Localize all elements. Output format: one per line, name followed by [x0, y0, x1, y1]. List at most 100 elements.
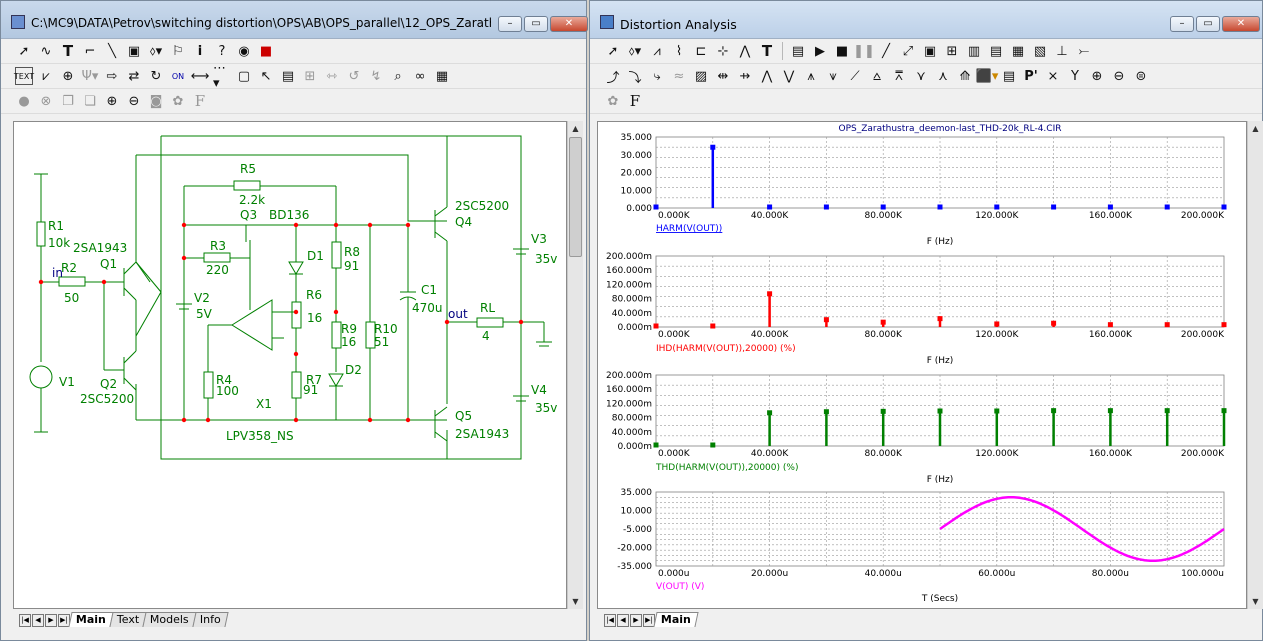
scroll-up-icon[interactable]: ▲ [1252, 124, 1259, 133]
stop-icon[interactable]: ● [18, 93, 30, 109]
x-axis-icon[interactable]: ⨯ [1047, 68, 1059, 84]
minimize-button[interactable]: – [498, 16, 522, 32]
help-icon[interactable]: ? [218, 43, 226, 59]
component-icon[interactable]: ▣ [127, 43, 141, 59]
zoom-fit-icon[interactable]: ⊜ [1135, 68, 1147, 84]
grid-icon[interactable]: ⊞ [946, 43, 958, 59]
valley-find-icon[interactable]: ⋁ [783, 68, 795, 84]
stop-icon[interactable]: ■ [835, 43, 849, 59]
tab-info[interactable]: Info [192, 612, 229, 627]
attribute-icon[interactable]: ⇨ [106, 68, 118, 84]
top-icon[interactable]: ⋎ [916, 68, 926, 84]
chart-icon[interactable]: ▨ [694, 68, 708, 84]
same-y-icon[interactable]: ▦ [1011, 43, 1025, 59]
zoom-in-icon[interactable]: ⊕ [1091, 68, 1103, 84]
wire-tool-icon[interactable]: ⌐ [84, 43, 96, 59]
next-tab-icon[interactable]: ▶ [630, 614, 642, 627]
flip-h-icon[interactable]: ⇿ [326, 68, 338, 84]
schematic-canvas[interactable]: in out R1 10k R2 50 2SA1943 Q1 Q2 2SC520… [13, 121, 567, 609]
tab-main[interactable]: Main [68, 612, 114, 627]
copy-icon[interactable]: ❐ [62, 93, 74, 109]
library-icon[interactable]: ■ [259, 43, 273, 59]
scale-icon[interactable]: ⩘ [653, 43, 661, 59]
on-label-icon[interactable]: ON [171, 71, 185, 81]
palette-icon[interactable]: ✿ [172, 93, 184, 109]
cursor-mode-icon[interactable]: ⤴ [606, 70, 620, 86]
close-button[interactable]: ✕ [550, 16, 588, 32]
cancel-icon[interactable]: ⊗ [40, 93, 52, 109]
layout-icon[interactable]: ▧ [1033, 43, 1047, 59]
horizontal-cursor-icon[interactable]: ⤚ [1078, 43, 1090, 59]
table-icon[interactable]: ▤ [1002, 68, 1016, 84]
align-icon[interactable]: ⊞ [304, 68, 316, 84]
slope-icon[interactable]: ⟰ [959, 68, 971, 84]
scroll-up-icon[interactable]: ▲ [572, 124, 579, 133]
zoom-out-icon[interactable]: ⊖ [1113, 68, 1125, 84]
low-icon[interactable]: ⩛ [829, 68, 837, 84]
flag-icon[interactable]: ⚐ [172, 43, 184, 59]
antenna-icon[interactable]: Ψ▾ [81, 68, 99, 84]
find-icon[interactable]: ⌕ [394, 68, 402, 84]
baseline-icon[interactable]: ⊥ [1056, 43, 1068, 59]
tag-icon[interactable]: ⬛▾ [975, 68, 999, 84]
font-icon[interactable]: F [194, 92, 206, 110]
node-numbers-icon[interactable]: ⩗ [42, 68, 50, 84]
shapes-dropdown-icon[interactable]: ⬨▾ [149, 43, 163, 59]
schematic-vertical-scrollbar[interactable]: ▲ ▼ [567, 121, 583, 609]
prev-tab-icon[interactable]: ◀ [617, 614, 629, 627]
palette-icon[interactable]: ✿ [607, 93, 619, 109]
properties-icon[interactable]: ▤ [791, 43, 805, 59]
text-tool-icon[interactable]: T [62, 42, 74, 60]
cursor-right-icon[interactable]: ⤷ [653, 68, 661, 84]
close-button[interactable]: ✕ [1222, 16, 1260, 32]
tokens-icon[interactable]: ⊏ [695, 43, 707, 59]
swap-icon[interactable]: ⇄ [128, 68, 140, 84]
inflection-icon[interactable]: ⟋ [850, 68, 860, 84]
mirror-icon[interactable]: ↯ [370, 68, 382, 84]
text-tool-icon[interactable]: T [761, 42, 773, 60]
scroll-down-icon[interactable]: ▼ [1252, 597, 1259, 606]
next-point-icon[interactable]: ⇹ [717, 68, 729, 84]
y-axis-icon[interactable]: Y [1071, 68, 1079, 84]
cursor-icon[interactable]: ⊹ [717, 43, 729, 59]
undo-rotate-icon[interactable]: ↺ [348, 68, 360, 84]
zoom-out-icon[interactable]: ⊖ [128, 93, 140, 109]
bottom-icon[interactable]: ⋏ [938, 68, 948, 84]
tab-main[interactable]: Main [653, 612, 699, 627]
text-mode-icon[interactable]: TEXT [14, 67, 34, 85]
scroll-down-icon[interactable]: ▼ [572, 597, 579, 606]
line-icon[interactable]: ╱ [882, 43, 890, 59]
frame-icon[interactable]: ▣ [923, 43, 937, 59]
cursor-left-icon[interactable]: ⤵ [628, 70, 642, 86]
probe-icon[interactable]: ◉ [238, 43, 250, 59]
window-icon[interactable]: ▢ [237, 68, 251, 84]
binoculars-icon[interactable]: ∞ [414, 68, 426, 84]
prev-tab-icon[interactable]: ◀ [32, 614, 44, 627]
minor-grid-icon[interactable]: ▤ [989, 43, 1003, 59]
peak-icon[interactable]: ⋀ [739, 43, 751, 59]
wave-icon[interactable]: ≈ [673, 68, 685, 84]
pointer-icon[interactable]: ↖ [260, 68, 272, 84]
plot-vertical-scrollbar[interactable]: ▲ ▼ [1247, 121, 1263, 609]
camera-icon[interactable]: ◙ [149, 93, 163, 109]
restore-button[interactable]: ▭ [524, 16, 548, 32]
restore-button[interactable]: ▭ [1196, 16, 1220, 32]
plot-area[interactable]: OPS_Zarathustra_deemon-last_THD-20k_RL-4… [597, 121, 1247, 609]
first-tab-icon[interactable]: |◀ [604, 614, 616, 627]
pause-icon[interactable]: ❚❚ [853, 43, 875, 59]
global-high-icon[interactable]: ⩟ [873, 68, 881, 84]
tab-text[interactable]: Text [109, 612, 147, 627]
scroll-thumb[interactable] [569, 137, 582, 257]
run-icon[interactable]: ▶ [815, 43, 825, 59]
font-icon[interactable]: F [629, 92, 641, 110]
rotate-icon[interactable]: ↻ [150, 68, 162, 84]
select-arrow-icon[interactable]: ➚ [18, 43, 30, 59]
select-arrow-icon[interactable]: ➚ [607, 43, 619, 59]
presentation-icon[interactable]: ▦ [435, 68, 449, 84]
performance-icon[interactable]: P' [1024, 68, 1038, 84]
grid-icon[interactable]: ⋯▾ [213, 61, 226, 91]
zoom-in-icon[interactable]: ⊕ [106, 93, 118, 109]
paste-icon[interactable]: ❏ [84, 93, 96, 109]
tab-models[interactable]: Models [142, 612, 197, 627]
peak-find-icon[interactable]: ⋀ [761, 68, 773, 84]
